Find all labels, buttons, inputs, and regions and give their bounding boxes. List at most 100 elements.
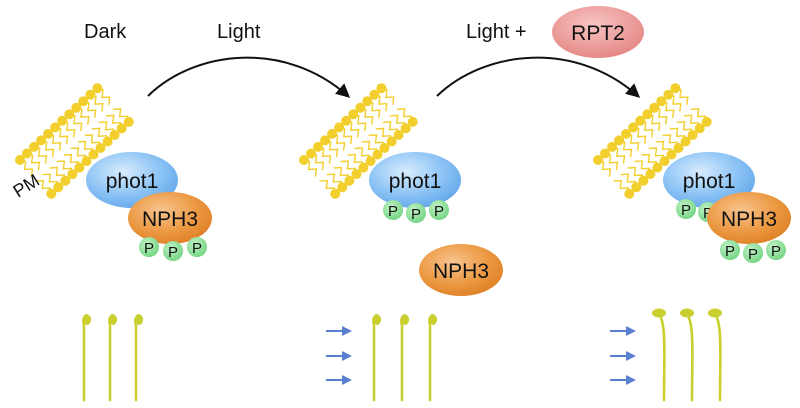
- lipid-head: [123, 116, 134, 127]
- lipid-head: [50, 122, 61, 133]
- phosphate-label: P: [411, 206, 421, 223]
- lipid-head: [701, 116, 712, 127]
- phosphate-3: P: [187, 237, 207, 257]
- phosphate-label: P: [771, 243, 781, 260]
- dark-label: Dark: [84, 21, 127, 43]
- light-arrows-panel3: [610, 326, 636, 385]
- phosphate-1: P: [139, 237, 159, 257]
- lipid-head: [680, 136, 691, 147]
- lipid-head: [81, 156, 92, 167]
- lipid-head: [652, 162, 663, 173]
- lipid-head: [600, 148, 610, 159]
- phosphate-1: P: [676, 199, 696, 219]
- seedling: [400, 314, 410, 402]
- lipid-head: [64, 109, 75, 120]
- lipid-head: [344, 175, 355, 186]
- lipid-head: [46, 188, 57, 199]
- lipid-head: [355, 102, 366, 113]
- lipid-head: [628, 122, 639, 133]
- nph3-dark: NPH3: [128, 192, 212, 244]
- phot1-light: phot1: [369, 152, 461, 208]
- lipid-head: [379, 143, 390, 153]
- seedling: [708, 308, 722, 402]
- lipid-head: [635, 115, 646, 126]
- phosphate-2: P: [743, 243, 763, 263]
- lipid-head: [358, 162, 369, 173]
- plasma-membrane-light-rpt2: [593, 83, 712, 199]
- lipid-head: [631, 182, 642, 193]
- lipid-head: [645, 169, 656, 180]
- lipid-head: [673, 143, 684, 153]
- dark-to-light-arrow: [147, 56, 351, 98]
- lipid-head: [393, 130, 404, 140]
- lipid-head: [67, 169, 78, 180]
- lipid-head: [351, 169, 362, 180]
- nph3-label: NPH3: [721, 208, 777, 231]
- nph3-label: NPH3: [142, 208, 198, 231]
- phosphate-label: P: [192, 240, 202, 257]
- lipid-head: [60, 175, 71, 186]
- lipid-head: [400, 123, 411, 134]
- lipid-head: [341, 115, 352, 126]
- phosphate-label: P: [725, 243, 735, 260]
- lipid-head: [656, 96, 667, 107]
- phot1-rpt2: phot1: [663, 152, 755, 208]
- lipid-head: [327, 128, 338, 139]
- lipid-head: [29, 141, 40, 152]
- lipid-head: [57, 115, 68, 126]
- phosphate-3: P: [429, 200, 449, 220]
- lipid-head: [22, 148, 32, 159]
- lipid-head: [649, 102, 660, 113]
- seedling: [428, 314, 438, 402]
- lipid-head: [85, 89, 96, 100]
- lipid-head: [666, 149, 677, 160]
- seedling: [652, 308, 666, 402]
- lipid-head: [313, 141, 324, 152]
- phosphate-label: P: [168, 244, 178, 261]
- phot1-phosphate-group: P P P: [383, 200, 449, 223]
- phot1-label: phot1: [106, 170, 159, 193]
- lipid-head: [334, 122, 345, 133]
- light-to-rpt2-arrow: [436, 56, 641, 98]
- lipid-head: [299, 155, 309, 165]
- lipid-head: [53, 182, 64, 193]
- nph3-rpt2: NPH3: [707, 192, 791, 244]
- lipid-head: [407, 116, 418, 127]
- lipid-head: [330, 188, 341, 199]
- phosphate-label: P: [144, 240, 154, 257]
- lipid-head: [306, 148, 316, 159]
- lipid-head: [386, 136, 397, 147]
- lipid-head: [92, 83, 103, 94]
- phot1-label: phot1: [683, 170, 736, 193]
- nph3-phosphate-group: P P P: [139, 237, 207, 261]
- pm-label: PM: [10, 170, 43, 201]
- seedling: [134, 314, 144, 402]
- seedlings-dark: [82, 314, 144, 402]
- lipid-head: [614, 135, 625, 146]
- lipid-head: [88, 149, 99, 160]
- phosphate-2: P: [406, 203, 426, 223]
- lipid-head: [638, 175, 649, 186]
- seedlings-bent: [652, 308, 722, 402]
- lipid-head: [95, 143, 106, 153]
- seedling: [108, 314, 118, 402]
- seedling: [680, 308, 694, 402]
- lipid-head: [365, 156, 376, 167]
- lipid-head: [71, 102, 82, 113]
- lipid-head: [320, 135, 331, 146]
- lipid-head: [376, 83, 387, 94]
- nph3-label: NPH3: [433, 260, 489, 283]
- nph3-phosphate-group-rpt2: P P P: [720, 240, 786, 263]
- lipid-head: [116, 123, 127, 134]
- lipid-head: [348, 109, 359, 120]
- lipid-head: [78, 96, 89, 107]
- phosphate-label: P: [388, 203, 398, 220]
- lipid-head: [15, 155, 25, 165]
- lipid-head: [36, 135, 47, 146]
- lipid-head: [372, 149, 383, 160]
- plasma-membrane-dark: [15, 83, 134, 199]
- lipid-head: [43, 128, 54, 139]
- nph3-released: NPH3: [419, 244, 503, 296]
- light-plus-label: Light +: [466, 21, 527, 43]
